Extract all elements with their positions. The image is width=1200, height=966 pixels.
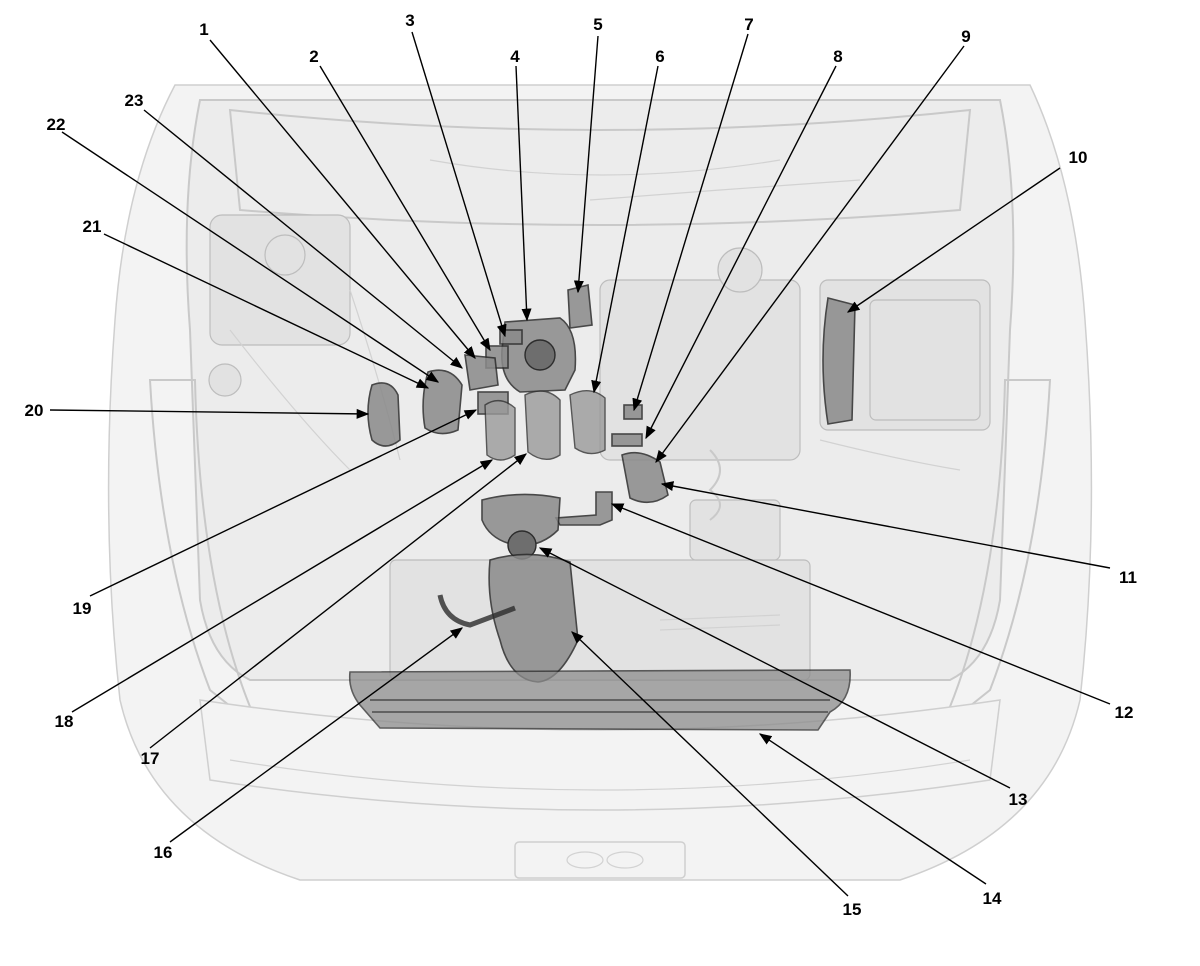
leader-22 [61,131,440,383]
leader-lines [49,31,1111,897]
component-12 [554,491,613,526]
callout-13: 13 [1009,790,1028,809]
callout-15: 15 [843,900,862,919]
callout-11: 11 [1119,568,1137,587]
leader-19 [89,409,478,597]
callout-6: 6 [655,47,664,66]
callout-14: 14 [983,889,1002,908]
license-plate-bracket [514,841,686,879]
leader-8 [645,65,837,440]
component-10 [822,297,856,425]
component-5 [567,283,593,329]
highlighted-components [348,283,856,731]
component-22 [422,369,463,435]
callout-10: 10 [1069,148,1088,167]
callout-23: 23 [125,91,144,110]
component-6 [569,390,606,455]
leader-7 [632,33,749,412]
component-17 [524,390,561,460]
car-body [107,84,1093,881]
leader-16 [169,627,464,843]
leader-17 [149,453,527,749]
cowl [228,108,972,226]
leader-9 [655,45,965,464]
leader-4 [515,65,532,322]
leader-6 [591,65,659,394]
leader-15 [571,631,849,897]
leader-10 [846,167,1061,313]
callout-3: 3 [405,11,414,30]
callout-19: 19 [73,599,92,618]
callout-labels: 1 2 3 4 5 6 7 8 9 10 11 12 13 14 15 16 1… [25,11,1137,919]
leader-2 [319,65,491,352]
callout-22: 22 [47,115,66,134]
callout-8: 8 [833,47,842,66]
leader-18 [71,459,494,713]
leader-14 [758,733,987,885]
callout-18: 18 [55,712,74,731]
leader-5 [573,35,599,294]
callout-16: 16 [154,843,173,862]
leader-3 [411,31,507,338]
leader-12 [610,503,1111,705]
component-20 [367,382,401,447]
component-8 [611,433,643,447]
callout-20: 20 [25,401,44,420]
callout-5: 5 [593,15,602,34]
component-13 [481,493,561,547]
leader-11 [660,481,1111,569]
leader-1 [209,39,476,359]
leader-20 [49,408,370,419]
callout-7: 7 [744,15,753,34]
callout-12: 12 [1115,703,1134,722]
callout-21: 21 [83,217,102,236]
component-18 [484,400,516,461]
leader-23 [143,109,463,369]
callout-9: 9 [961,27,970,46]
component-7 [623,404,643,420]
callout-17: 17 [141,749,160,768]
component-9 [621,451,669,504]
component-16-wire [437,594,516,628]
leader-13 [538,547,1011,789]
leader-21 [103,233,430,389]
callout-4: 4 [510,47,520,66]
callout-2: 2 [309,47,318,66]
callout-1: 1 [199,20,208,39]
component-1 [464,354,499,391]
